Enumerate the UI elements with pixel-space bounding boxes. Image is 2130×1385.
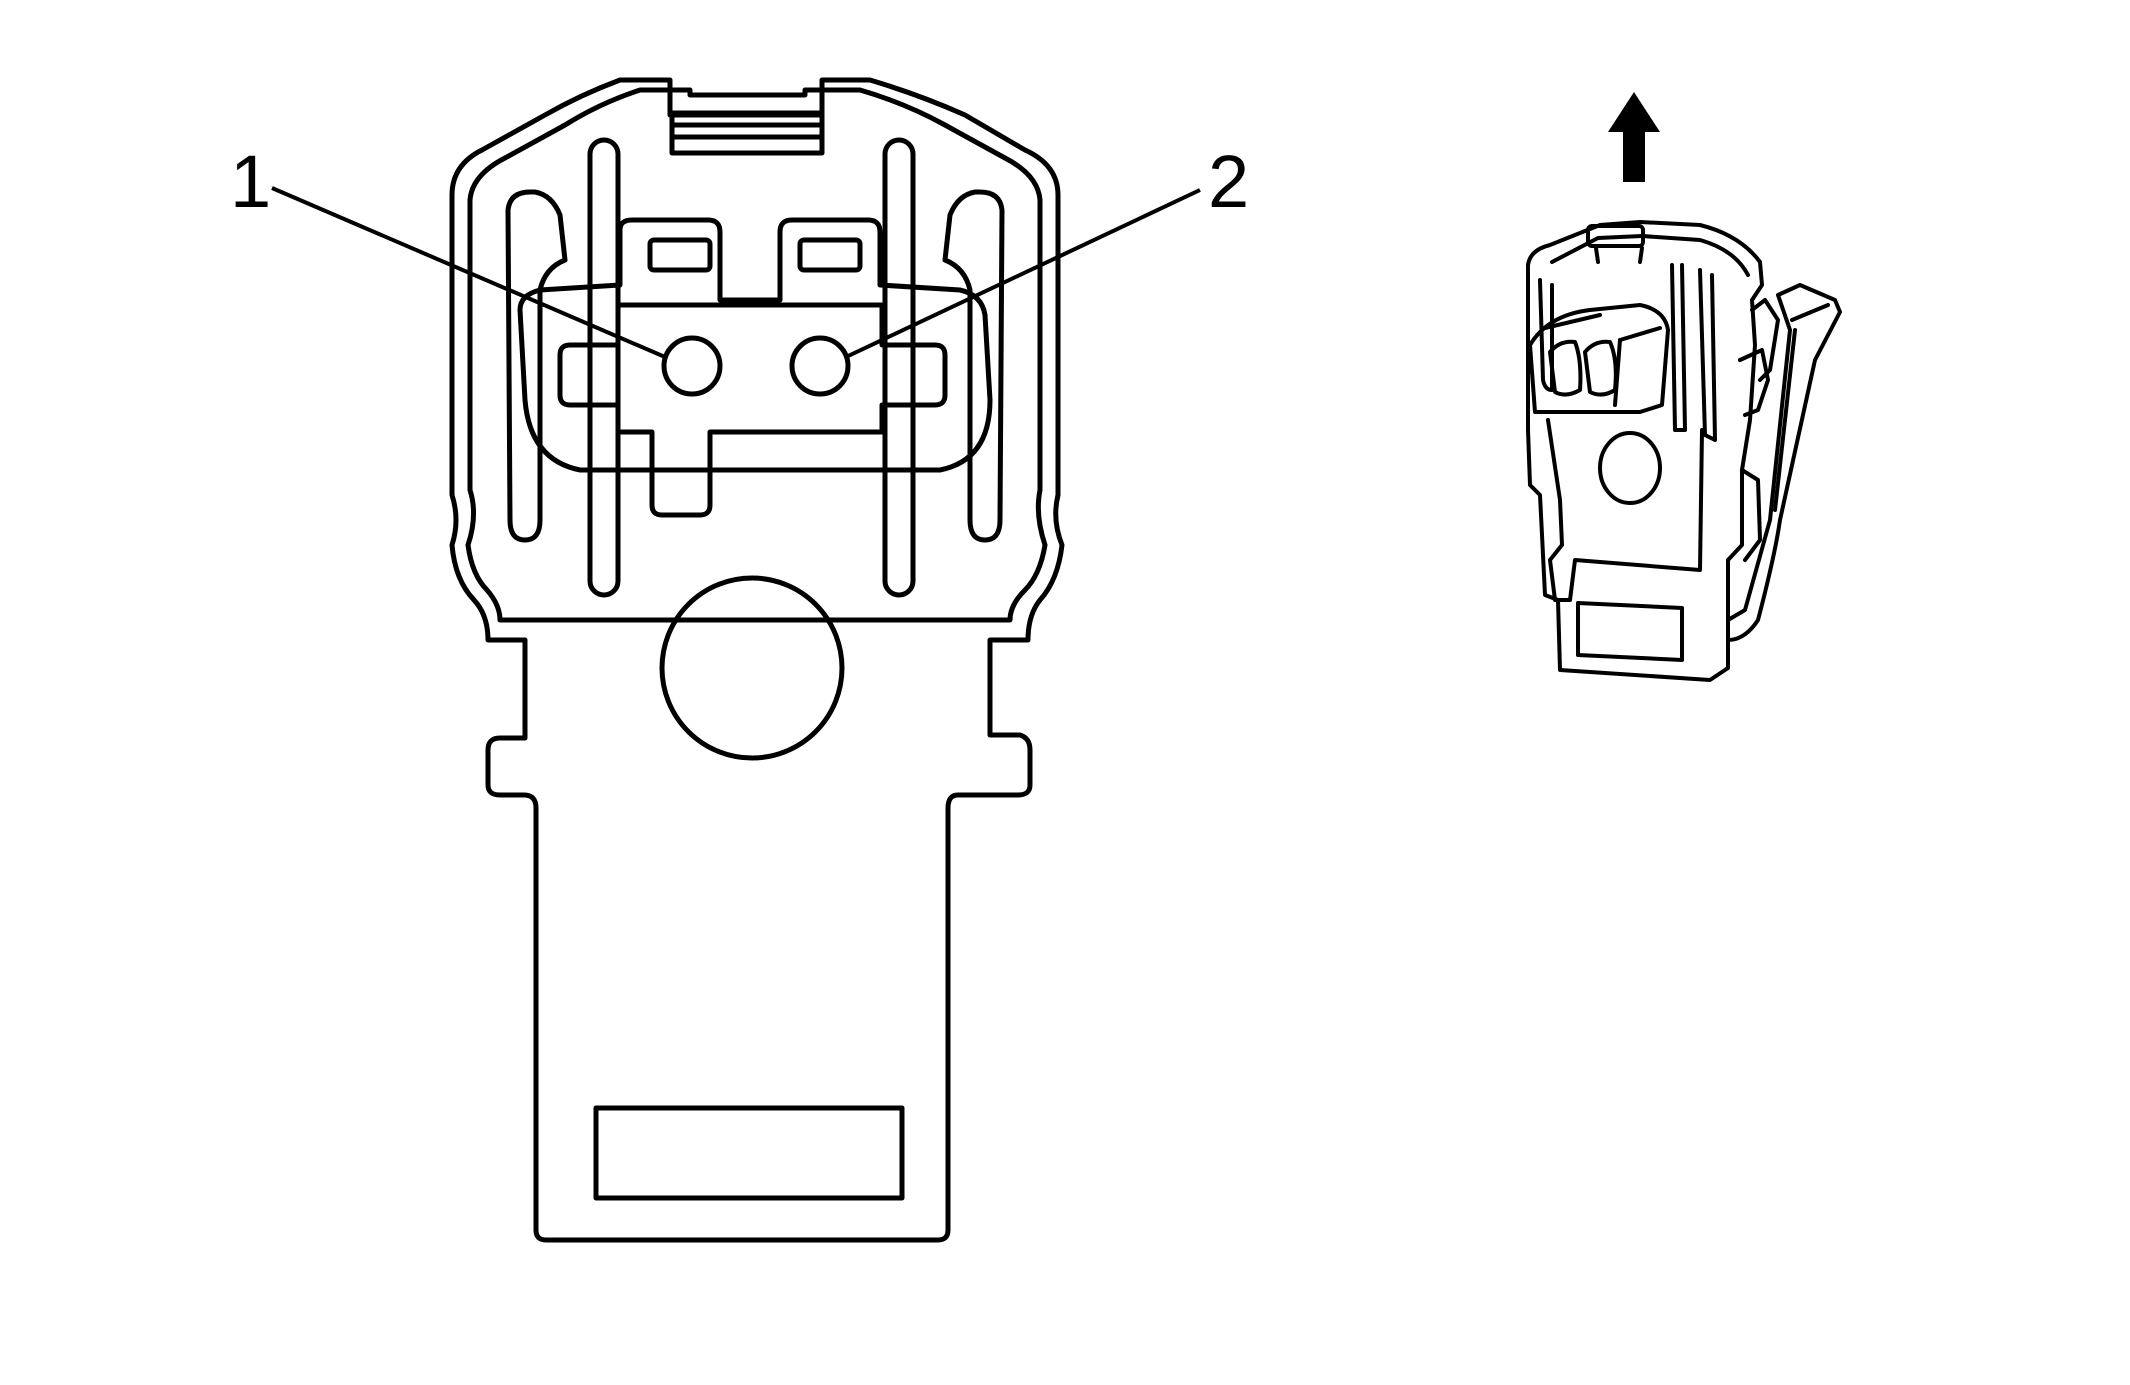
terminal-cavity <box>517 217 993 473</box>
label-plate <box>593 1105 905 1201</box>
terminal-2 <box>789 335 851 397</box>
connector-face-view <box>449 77 1065 1243</box>
left-slot <box>505 189 568 543</box>
callout-1-label: 1 <box>230 140 271 223</box>
left-rail <box>587 137 621 598</box>
top-latch <box>669 110 825 156</box>
connector-inner-outline <box>465 87 1048 623</box>
up-arrow-icon <box>1608 92 1660 182</box>
connector-perspective-view <box>1526 220 1842 682</box>
center-boss <box>659 575 845 761</box>
callout-2-label: 2 <box>1208 140 1249 223</box>
right-slot <box>942 189 1005 543</box>
connector-body-outline <box>449 77 1065 1243</box>
callout-2-leader <box>845 188 1201 359</box>
callout-1-leader <box>271 186 666 359</box>
leader-lines <box>271 186 1201 359</box>
terminal-housing <box>557 302 948 518</box>
right-rail <box>882 137 916 598</box>
terminal-1 <box>661 335 723 397</box>
